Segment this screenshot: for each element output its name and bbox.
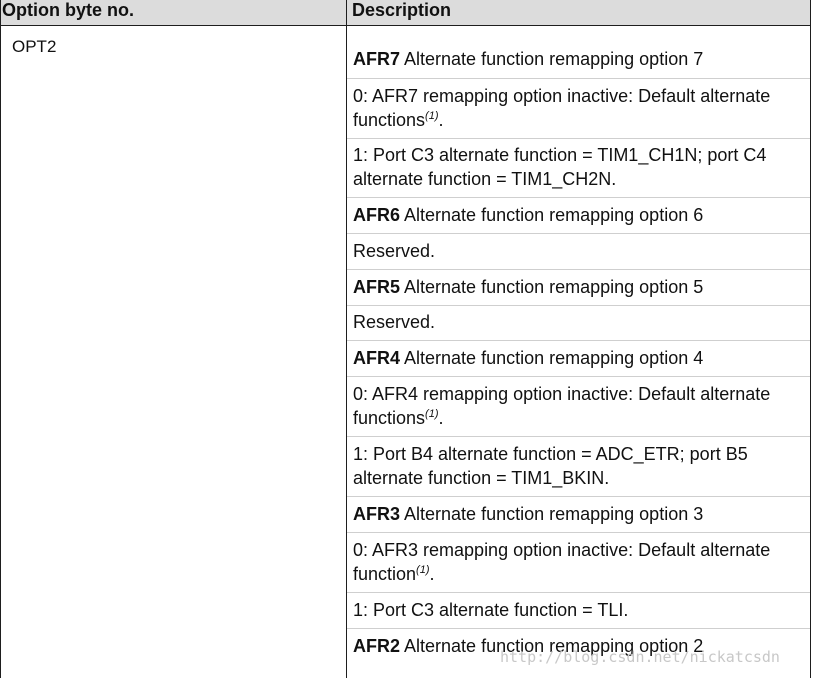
- row-divider: [347, 78, 810, 79]
- desc-afr7-title: AFR7 Alternate function remapping option…: [353, 47, 805, 71]
- desc-line-tail: .: [438, 110, 444, 130]
- watermark-text: http://blog.csdn.net/nickatcsdn: [500, 648, 780, 666]
- desc-afr4-title: AFR4 Alternate function remapping option…: [353, 346, 805, 370]
- field-name: AFR7: [353, 49, 401, 69]
- desc-line: 0: AFR4 remapping option inactive: Defau…: [353, 384, 771, 404]
- row-divider: [347, 233, 810, 234]
- header-description: Description: [352, 0, 452, 20]
- field-description: Alternate function remapping option 7: [400, 49, 704, 69]
- row-divider: [347, 269, 810, 270]
- field-name: AFR5: [353, 277, 401, 297]
- field-description: Alternate function remapping option 4: [400, 348, 704, 368]
- table-header-row: Option byte no. Description: [0, 0, 811, 26]
- option-byte-cell: OPT2: [12, 37, 57, 56]
- desc-afr4-option-0: 0: AFR4 remapping option inactive: Defau…: [353, 382, 805, 430]
- footnote-ref: (1): [425, 408, 439, 420]
- row-divider: [347, 305, 810, 306]
- row-divider: [347, 592, 810, 593]
- field-description: Alternate function remapping option 2: [400, 636, 704, 656]
- field-description: Alternate function remapping option 3: [400, 504, 704, 524]
- table-border-right: [810, 0, 811, 678]
- field-name: AFR4: [353, 348, 401, 368]
- desc-line: 0: AFR7 remapping option inactive: Defau…: [353, 86, 771, 106]
- desc-line-text: functions: [353, 110, 426, 130]
- desc-line: functions(1).: [353, 406, 805, 430]
- row-divider: [347, 340, 810, 341]
- table-border-left: [0, 0, 1, 678]
- desc-line-text: functions: [353, 408, 426, 428]
- desc-afr3-option-1: 1: Port C3 alternate function = TLI.: [353, 600, 629, 620]
- row-divider: [347, 628, 810, 629]
- desc-line: alternate function = TIM1_CH2N.: [353, 169, 617, 189]
- desc-line: 1: Port C3 alternate function = TIM1_CH1…: [353, 145, 767, 165]
- desc-afr4-option-1: 1: Port B4 alternate function = ADC_ETR;…: [353, 442, 805, 490]
- field-name: AFR2: [353, 636, 401, 656]
- desc-line: alternate function = TIM1_BKIN.: [353, 468, 610, 488]
- field-name: AFR6: [353, 205, 401, 225]
- desc-afr3-title: AFR3 Alternate function remapping option…: [353, 502, 805, 526]
- desc-afr6-reserved: Reserved.: [353, 241, 436, 261]
- row-divider: [347, 138, 810, 139]
- desc-line: 0: AFR3 remapping option inactive: Defau…: [353, 540, 771, 560]
- desc-afr7-option-0: 0: AFR7 remapping option inactive: Defau…: [353, 84, 805, 132]
- footnote-ref: (1): [416, 564, 430, 576]
- header-option-byte-no: Option byte no.: [2, 0, 134, 20]
- table-column-divider: [346, 0, 347, 678]
- desc-line: functions(1).: [353, 108, 805, 132]
- footnote-ref: (1): [425, 110, 439, 122]
- desc-line: function(1).: [353, 562, 805, 586]
- field-description: Alternate function remapping option 5: [400, 277, 704, 297]
- desc-afr5-title: AFR5 Alternate function remapping option…: [353, 275, 805, 299]
- desc-afr6-title: AFR6 Alternate function remapping option…: [353, 203, 805, 227]
- row-divider: [347, 496, 810, 497]
- row-divider: [347, 197, 810, 198]
- desc-afr3-option-0: 0: AFR3 remapping option inactive: Defau…: [353, 538, 805, 586]
- desc-line-tail: .: [429, 564, 435, 584]
- desc-line: 1: Port B4 alternate function = ADC_ETR;…: [353, 444, 748, 464]
- desc-line-tail: .: [438, 408, 444, 428]
- row-divider: [347, 436, 810, 437]
- desc-afr7-option-1: 1: Port C3 alternate function = TIM1_CH1…: [353, 143, 805, 191]
- field-description: Alternate function remapping option 6: [400, 205, 704, 225]
- row-divider: [347, 532, 810, 533]
- field-name: AFR3: [353, 504, 401, 524]
- row-divider: [347, 376, 810, 377]
- desc-afr5-reserved: Reserved.: [353, 312, 436, 332]
- desc-afr2-title: AFR2 Alternate function remapping option…: [353, 634, 805, 658]
- desc-line-text: function: [353, 564, 417, 584]
